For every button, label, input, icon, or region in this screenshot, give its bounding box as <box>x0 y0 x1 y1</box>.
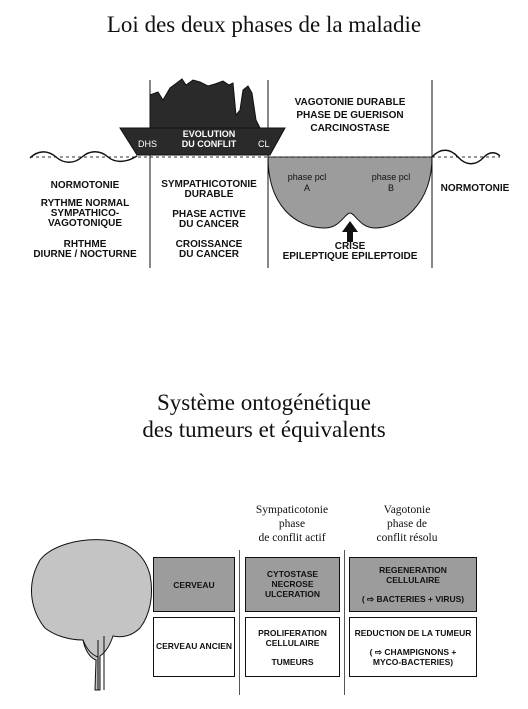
conflict-peak-shape <box>149 78 261 129</box>
row2-tumeurs-text: TUMEURS <box>271 657 314 667</box>
wave-left <box>29 151 138 163</box>
crisis-arrow-icon <box>342 221 358 242</box>
row2-proliferation-box: PROLIFERATION CELLULAIRE TUMEURS <box>245 617 340 677</box>
row2-reduction-box: REDUCTION DE LA TUMEUR ( ⇨ CHAMPIGNONS +… <box>349 617 477 677</box>
row1-cerveau-box: CERVEAU <box>153 557 235 612</box>
crise-label: CRISE EPILEPTIQUE EPILEPTOIDE <box>282 241 418 262</box>
diagram2-title-line2: des tumeurs et équivalents <box>142 417 386 442</box>
row1-bacteries-text: ( ⇨ BACTERIES + VIRUS) <box>361 594 465 604</box>
row1-cerveau-text: CERVEAU <box>173 580 215 590</box>
evolution-label: EVOLUTION DU CONFLIT <box>181 129 237 149</box>
row2-cerveau-ancien-box: CERVEAU ANCIEN <box>153 617 235 677</box>
col1-normotonie: NORMOTONIE <box>50 180 120 191</box>
col2-phase-active: PHASE ACTIVE DU CANCER <box>172 209 246 230</box>
dhs-label: DHS <box>138 139 158 149</box>
row2-cerveau-ancien-text: CERVEAU ANCIEN <box>155 641 233 651</box>
right-normotonie: NORMOTONIE <box>440 183 510 194</box>
phase-pcl-b-label: phase pcl B <box>371 172 411 193</box>
header-vagotonie: Vagotonie phase de conflit résolu <box>376 504 438 544</box>
col2-sympathicotonie: SYMPATHICOTONIE DURABLE <box>161 179 257 200</box>
col1-rythme-normal: RYTHME NORMAL SYMPATHICO- VAGOTONIQUE <box>40 198 130 229</box>
phase-pcl-bowl <box>267 156 433 229</box>
conflict-trapezoid <box>119 127 286 156</box>
col1-rhthme: RHTHME DIURNE / NOCTURNE <box>33 239 137 260</box>
row2-champignons-text: ( ⇨ CHAMPIGNONS + MYCO-BACTERIES) <box>369 647 457 667</box>
table-divider-2 <box>344 550 345 695</box>
diagram2-title-line1: Système ontogénétique <box>157 390 371 415</box>
phase-pcl-a-label: phase pcl A <box>287 172 327 193</box>
vagotonie-label: VAGOTONIE DURABLE PHASE DE GUERISON CARC… <box>294 97 406 134</box>
cl-label: CL <box>258 139 270 149</box>
row1-cytostase-text: CYTOSTASE NECROSE ULCERATION <box>264 569 321 599</box>
row1-regeneration-text: REGENERATION CELLULAIRE <box>379 565 447 585</box>
wave-right <box>431 149 501 165</box>
row1-cytostase-box: CYTOSTASE NECROSE ULCERATION <box>245 557 340 612</box>
row2-proliferation-text: PROLIFERATION CELLULAIRE <box>258 628 327 648</box>
brain-icon <box>31 539 153 691</box>
table-divider-1 <box>239 550 240 695</box>
diagram1-title: Loi des deux phases de la maladie <box>106 12 422 37</box>
row2-reduction-text: REDUCTION DE LA TUMEUR <box>354 628 472 638</box>
row1-regeneration-box: REGENERATION CELLULAIRE ( ⇨ BACTERIES + … <box>349 557 477 612</box>
header-sympaticotonie: Sympaticotonie phase de conflit actif <box>255 504 329 544</box>
col2-croissance: CROISSANCE DU CANCER <box>175 239 243 260</box>
